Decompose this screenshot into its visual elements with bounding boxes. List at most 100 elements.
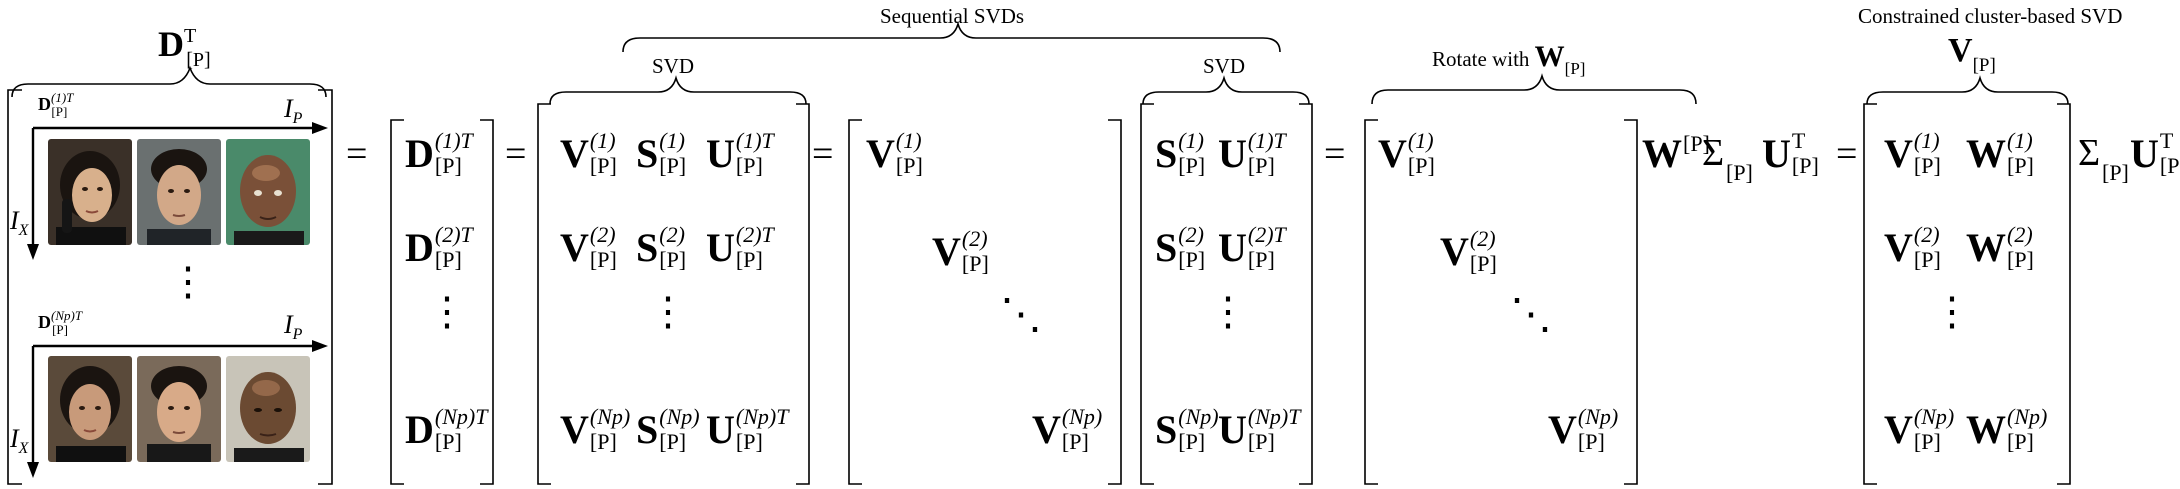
u1-term-b-base: U [1218, 131, 1247, 176]
v2-vw-base: V [1884, 225, 1913, 270]
v2-rot-sup: (2) [1469, 226, 1496, 251]
unp-term-a: U(Np)T[P] [706, 406, 788, 453]
bald-man-face-image-2 [226, 356, 310, 462]
ut-term-2-sup: T [2159, 128, 2174, 153]
ut-term-2-sub: [P] [2159, 153, 2180, 178]
v1-vw: V(1)[P] [1884, 130, 1941, 178]
axis-ip-top-sub: P [292, 110, 303, 127]
dnpt-small-label: D(Np)T[P] [38, 309, 98, 336]
v1-vw-sub: [P] [1913, 153, 1941, 178]
equals-1: = [346, 133, 368, 175]
brace-svd-left [549, 75, 807, 105]
unp-term-b-sub: [P] [1247, 429, 1275, 454]
s1-term-a-sup: (1) [659, 128, 685, 153]
v1-rot-sub: [P] [1407, 153, 1435, 178]
u2-term-a-base: U [706, 225, 735, 270]
d1-term-sup: (1)T [434, 128, 473, 153]
vnp-vw-sub: [P] [1913, 429, 1941, 454]
arrow-ix-bottom-head [27, 462, 39, 478]
bracket-vrot-left [1364, 119, 1378, 485]
v2-diag-base: V [932, 229, 961, 274]
s1-term-a-sub: [P] [659, 153, 687, 178]
snp-term-a: S(Np)[P] [636, 406, 700, 454]
bracket-vrot-right [1624, 119, 1638, 485]
u1-term-a: U(1)T[P] [706, 130, 774, 177]
snp-term-b-sup: (Np) [1178, 404, 1219, 429]
caption-constrained-symbol: V [1948, 32, 1973, 69]
v1-vw-base: V [1884, 131, 1913, 176]
wnp-vw: W(Np)[P] [1966, 406, 2047, 454]
v1-term-a-sup: (1) [589, 128, 616, 153]
s1-term-b-base: S [1155, 131, 1178, 176]
vnp-diag-sub: [P] [1061, 429, 1089, 454]
dnp-term: D(Np)T[P] [405, 406, 487, 453]
w-term: W[P] [1642, 131, 1710, 174]
brace-sequential [622, 21, 1281, 53]
brace-svd-right [1142, 75, 1310, 105]
s2-term-a-sub: [P] [659, 247, 687, 272]
ddots-vdiag: ⋱ [1000, 292, 1042, 338]
d1t-small-sup: (1)T [51, 90, 74, 105]
s1-term-a-base: S [636, 131, 659, 176]
wnp-vw-base: W [1966, 407, 2006, 452]
ut-term-1-base: U [1762, 131, 1791, 176]
bracket-vdiag-left [848, 119, 862, 485]
axis-ix-top-sub: X [18, 222, 29, 239]
v1-diag-base: V [866, 131, 895, 176]
vnp-term-a-sup: (Np) [589, 404, 631, 429]
snp-term-a-sub: [P] [659, 429, 687, 454]
vnp-diag-sup: (Np) [1061, 404, 1103, 429]
v2-rot-base: V [1440, 229, 1469, 274]
caption-rotate: Rotate with W[P] [1432, 40, 1585, 78]
u2-term-b-sub: [P] [1247, 247, 1275, 272]
w1-vw-base: W [1966, 131, 2006, 176]
bracket-d-right [480, 119, 494, 485]
vnp-diag-base: V [1032, 407, 1061, 452]
s1-term-b: S(1)[P] [1155, 130, 1205, 177]
u2-term-b: U(2)T[P] [1218, 224, 1286, 272]
ut-term-1-sup: T [1791, 128, 1806, 153]
v2-term-a-sup: (2) [589, 222, 616, 247]
caption-svd-left: SVD [652, 54, 695, 78]
caption-constrained-sub: [P] [1972, 55, 1996, 76]
s2-term-b-sup: (2) [1178, 222, 1204, 247]
dnp-term-sup: (Np)T [434, 404, 488, 429]
unp-term-b-sup: (Np)T [1247, 404, 1301, 429]
u1-term-b-sub: [P] [1247, 153, 1275, 178]
dt-label: DT[P] [158, 26, 221, 70]
s1-term-a: S(1)[P] [636, 130, 687, 178]
man-face-image [137, 139, 221, 245]
vdots-faces: ⋮ [168, 259, 208, 304]
v1-term-a: V(1)[P] [560, 130, 617, 177]
woman-face-image [48, 139, 132, 245]
vnp-rot-sup: (Np) [1577, 404, 1619, 429]
snp-term-b-base: S [1155, 407, 1178, 452]
brace-dt [11, 65, 327, 98]
unp-term-b: U(Np)T[P] [1218, 406, 1300, 454]
axis-ix-bottom: IX [10, 426, 28, 457]
snp-term-b-sub: [P] [1178, 429, 1206, 454]
d1-term-sub: [P] [434, 153, 462, 178]
caption-rotate-symbol: W [1534, 40, 1565, 73]
bracket-su-left [1140, 103, 1154, 485]
ut-term-2-base: U [2130, 131, 2159, 176]
caption-rotate-sub: [P] [1564, 59, 1586, 78]
ut-term-2: UT[P] [2130, 130, 2180, 178]
wnp-vw-sub: [P] [2007, 429, 2034, 454]
arrow-ix-top-head [27, 244, 39, 260]
vnp-term-a-sub: [P] [589, 429, 617, 454]
w2-vw: W(2)[P] [1966, 224, 2034, 271]
w-term-sub: [P] [1683, 131, 1710, 156]
dnpt-small-sub: [P] [52, 322, 68, 337]
v2-term-a-sub: [P] [589, 247, 617, 272]
v2-rot: V(2)[P] [1440, 228, 1497, 275]
v2-vw: V(2)[P] [1884, 224, 1941, 271]
vdots-su: ⋮ [1208, 289, 1248, 334]
bracket-vsu-right [796, 103, 810, 485]
bracket-d-left [390, 119, 404, 485]
dnp-term-base: D [405, 407, 434, 452]
d1t-small-sub: [P] [51, 104, 68, 119]
v1-rot-base: V [1378, 131, 1407, 176]
v1-rot: V(1)[P] [1378, 130, 1435, 178]
